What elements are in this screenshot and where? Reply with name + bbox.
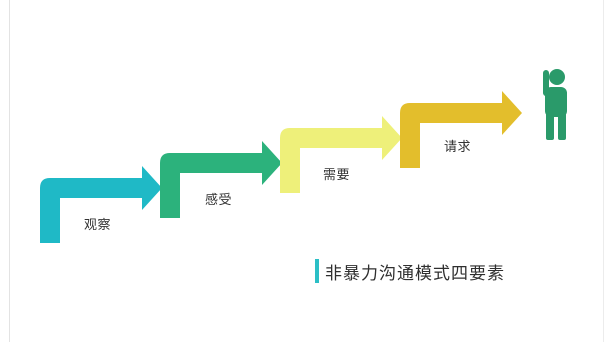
step-label-need: 需要	[323, 168, 351, 183]
step-arrow-observe	[40, 166, 162, 243]
title-text: 非暴力沟通模式四要素	[325, 263, 505, 284]
right-border-line	[603, 0, 604, 342]
step-label-feel: 感受	[205, 193, 233, 208]
step-arrow-need	[280, 116, 402, 193]
left-border-line	[9, 0, 10, 342]
person-waving-icon	[543, 69, 567, 140]
step-label-observe: 观察	[84, 218, 112, 233]
diagram-title: 非暴力沟通模式四要素	[315, 258, 505, 284]
step-label-request: 请求	[444, 140, 472, 155]
title-accent-bar	[315, 259, 319, 283]
step-arrow-feel	[160, 141, 282, 218]
step-arrow-request	[400, 91, 522, 168]
